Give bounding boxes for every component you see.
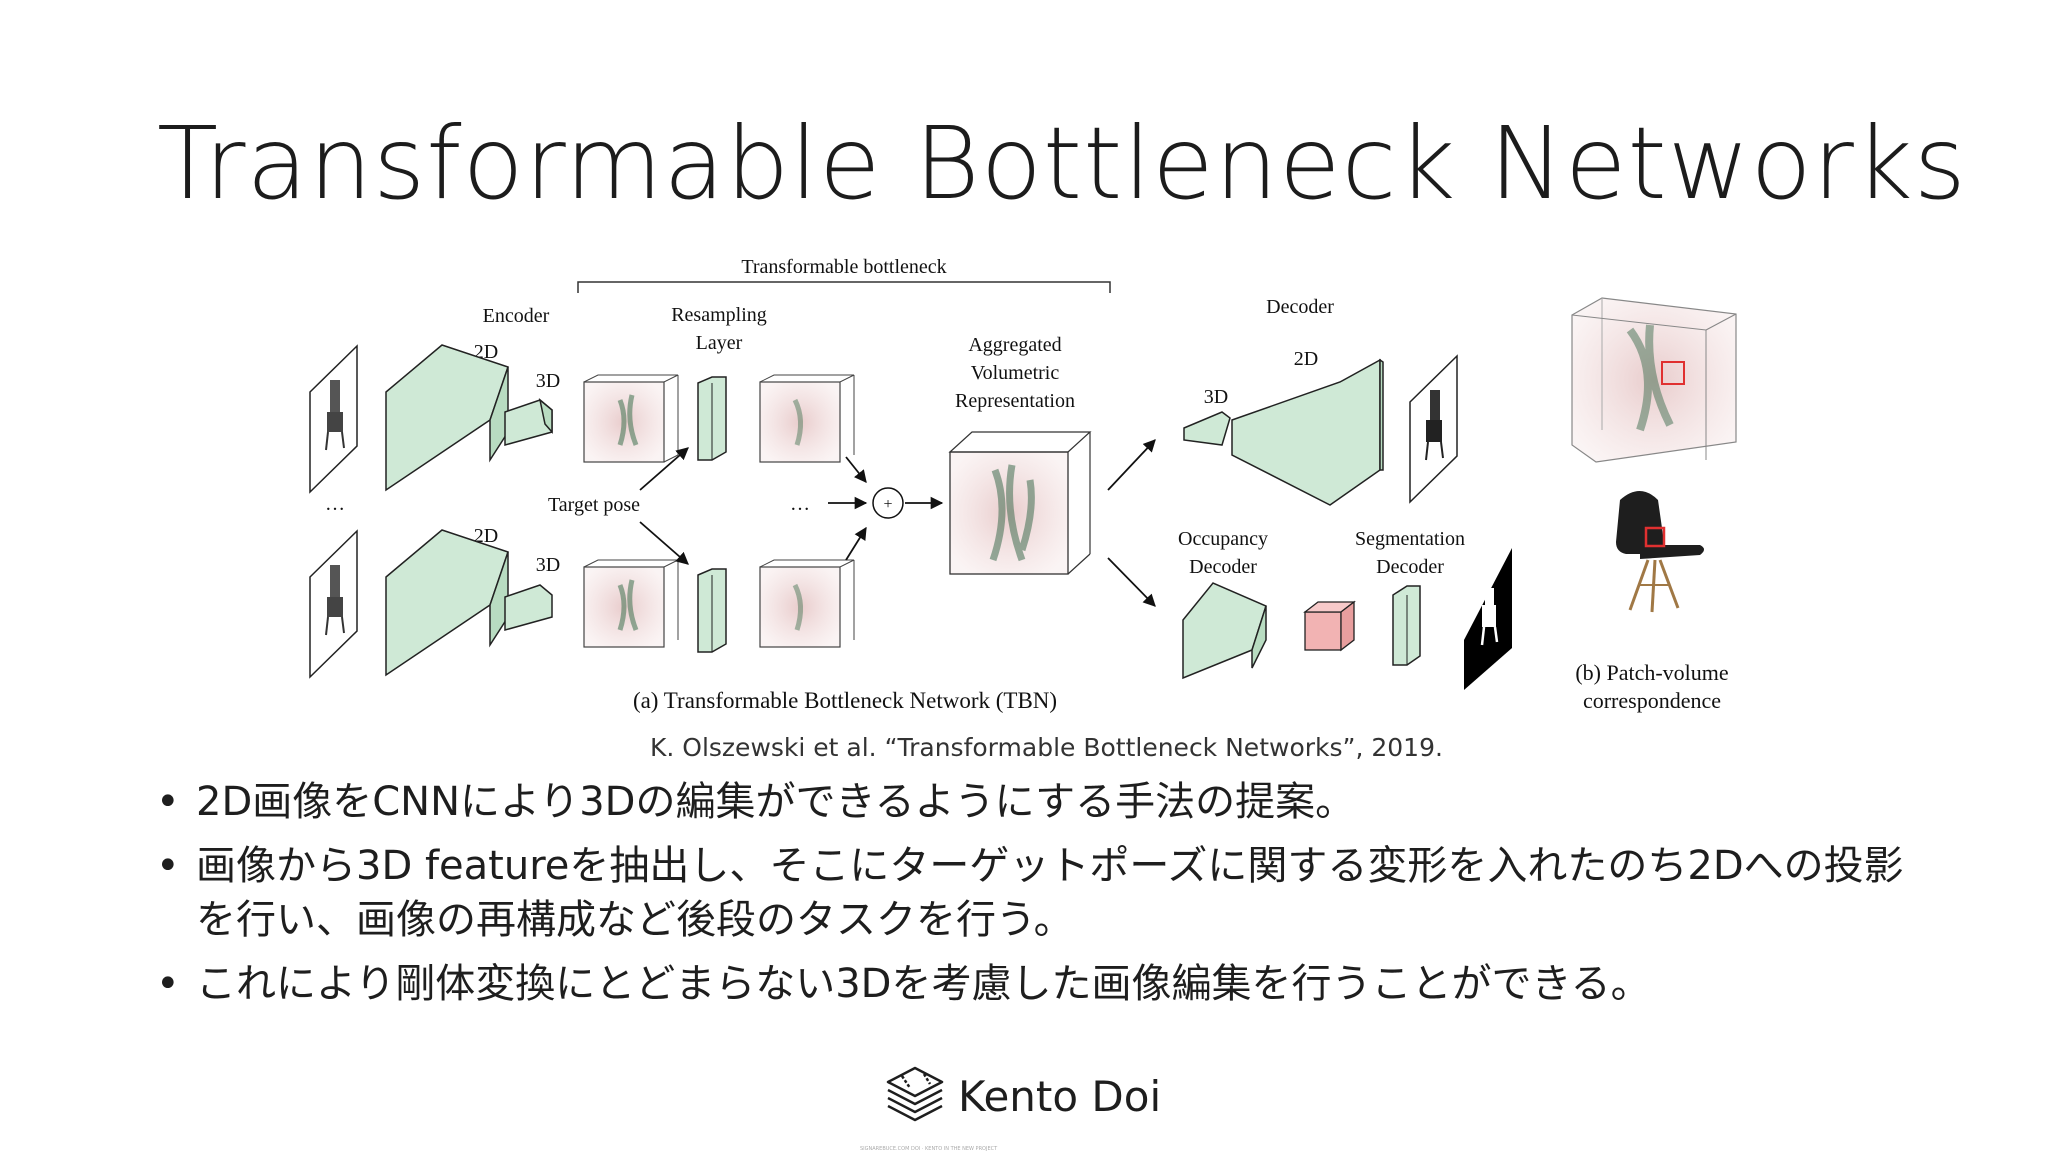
caption-b-line-1: (b) Patch-volume — [1575, 660, 1728, 685]
figure-citation: K. Olszewski et al. “Transformable Bottl… — [650, 733, 1443, 762]
transformable-bottleneck-bracket — [577, 281, 1111, 293]
author-name: Kento Doi — [958, 1072, 1162, 1121]
segmentation-decoder-label-1: Segmentation — [1355, 528, 1465, 550]
decoder-output-image — [1409, 354, 1458, 504]
decoder-block — [1183, 358, 1384, 506]
bullet-text: 2D画像をCNNにより3Dの編集ができるようにする手法の提案。 — [196, 779, 1356, 825]
ellipsis-middle: … — [790, 493, 810, 515]
aggregated-volume-cube — [948, 431, 1092, 575]
encoder-2d-label-bottom: 2D — [474, 525, 498, 547]
bullet-item: • これにより剛体変換にとどまらない3Dを考慮した画像編集を行うことができる。 — [150, 957, 1930, 1011]
patch-volume-cube — [1571, 297, 1737, 463]
encoder-block-top — [385, 344, 553, 492]
bullet-item: • 2D画像をCNNにより3Dの編集ができるようにする手法の提案。 — [150, 775, 1930, 829]
encoder-3d-label-bottom: 3D — [536, 554, 560, 576]
decoder-label: Decoder — [1266, 296, 1334, 318]
bullet-marker: • — [156, 843, 180, 889]
decoder-2d-label: 2D — [1294, 348, 1318, 370]
box-logo-icon — [886, 1066, 944, 1122]
resampling-block-bottom — [697, 568, 727, 653]
svg-text:+: + — [883, 496, 892, 513]
segmentation-decoder-block — [1392, 585, 1421, 666]
target-pose-arrow-down — [639, 521, 689, 565]
slide-title: Transformable Bottleneck Networks — [157, 105, 1967, 222]
bullet-item: • 画像から3D featureを抽出し、そこにターゲットポーズに関する変形を入… — [150, 839, 1930, 947]
bullet-marker: • — [156, 961, 180, 1007]
segmentation-output-mask — [1464, 548, 1512, 690]
aggregated-label-1: Aggregated — [968, 334, 1061, 356]
target-pose-arrow-up — [639, 447, 689, 491]
resampling-block-top — [697, 376, 727, 461]
ellipsis-left: … — [325, 493, 345, 515]
patch-chair-image — [1616, 491, 1704, 613]
encoder-3d-label-top: 3D — [536, 370, 560, 392]
footer-fine-print: SIGNAREBUCE.COM DOI · KENTO IN THE NEW P… — [860, 1146, 998, 1152]
aggregated-label-3: Representation — [955, 390, 1075, 412]
bullet-text: 画像から3D featureを抽出し、そこにターゲットポーズに関する変形を入れた… — [196, 843, 1904, 943]
input-image-top — [309, 344, 358, 494]
bullet-list: • 2D画像をCNNにより3Dの編集ができるようにする手法の提案。 • 画像から… — [150, 775, 1930, 1021]
resampling-layer-label-1: Resampling — [671, 304, 767, 326]
volume-cube-bottom-2 — [759, 559, 855, 648]
bullet-text: これにより剛体変換にとどまらない3Dを考慮した画像編集を行うことができる。 — [196, 961, 1651, 1007]
decoder-3d-label: 3D — [1204, 386, 1228, 408]
encoder-label: Encoder — [483, 305, 550, 327]
volume-cube-top-1 — [583, 374, 679, 463]
resampling-layer-label-2: Layer — [696, 332, 743, 354]
caption-a: (a) Transformable Bottleneck Network (TB… — [633, 688, 1057, 713]
input-image-bottom — [309, 529, 358, 679]
volume-cube-top-2 — [759, 374, 855, 463]
transformable-bottleneck-label: Transformable bottleneck — [741, 256, 946, 278]
occupancy-decoder-label-2: Decoder — [1189, 556, 1257, 578]
segmentation-decoder-label-2: Decoder — [1376, 556, 1444, 578]
occupancy-output-cube — [1303, 600, 1356, 652]
target-pose-label: Target pose — [548, 494, 640, 516]
bullet-marker: • — [156, 779, 180, 825]
occupancy-decoder-label-1: Occupancy — [1178, 528, 1268, 550]
volume-cube-bottom-1 — [583, 559, 679, 648]
encoder-block-bottom — [385, 529, 553, 677]
aggregated-label-2: Volumetric — [971, 362, 1060, 384]
caption-b-line-2: correspondence — [1583, 688, 1721, 713]
aggregation-plus-node: + — [872, 487, 904, 519]
occupancy-decoder-block — [1182, 582, 1267, 680]
